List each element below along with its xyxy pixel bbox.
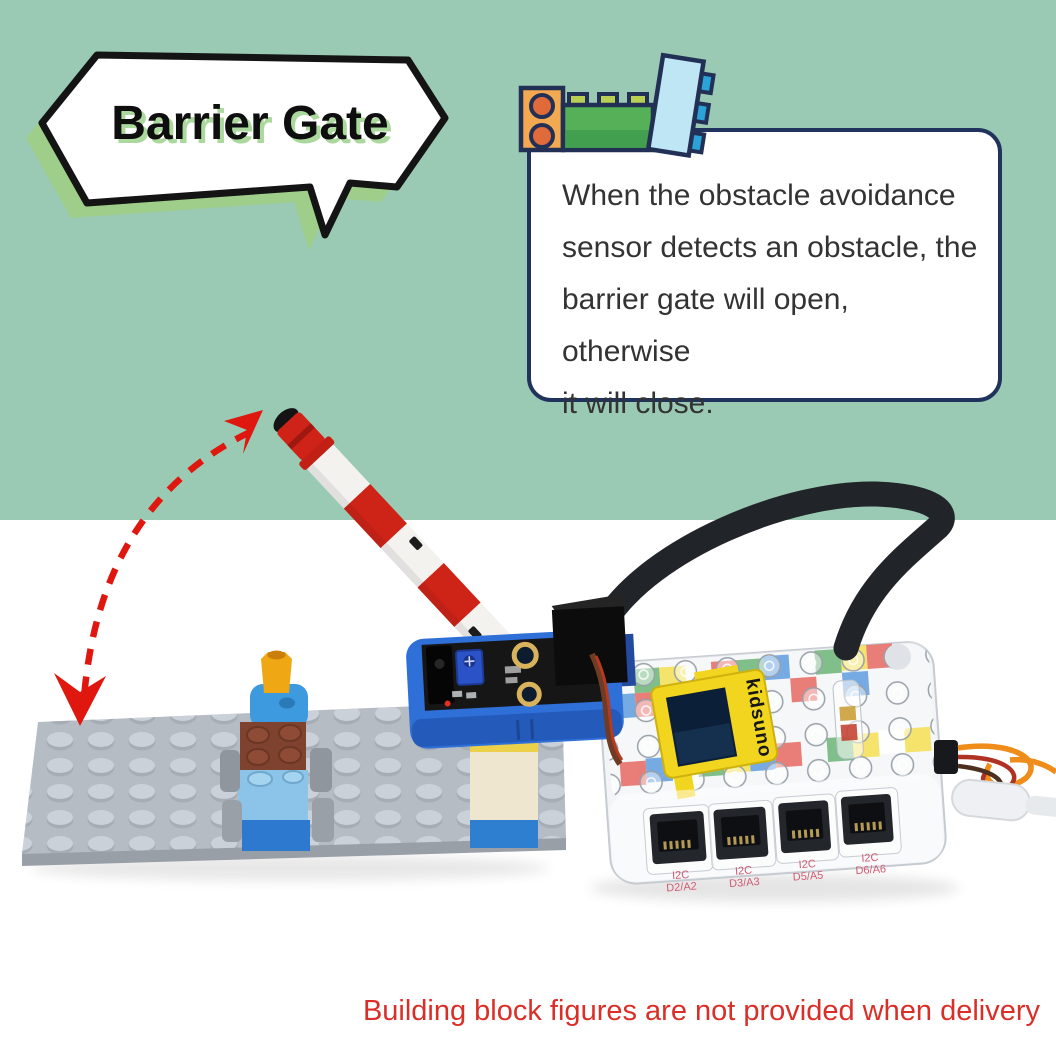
traffic-cone bbox=[261, 652, 292, 693]
description-line: it will close. bbox=[562, 387, 714, 420]
port-pins-label: D6/A6 bbox=[855, 863, 886, 877]
ir-emitter bbox=[425, 645, 455, 705]
page-title: Barrier Gate bbox=[111, 97, 389, 150]
port-bus-label: I2C bbox=[672, 869, 690, 882]
description-line: When the obstacle avoidance bbox=[562, 179, 956, 212]
flat-black-cable bbox=[593, 481, 955, 661]
green-brick-icon bbox=[560, 92, 656, 153]
description-line: barrier gate will open, otherwise bbox=[562, 283, 849, 368]
swing-arc-arrow bbox=[54, 410, 263, 726]
mounting-hole bbox=[516, 681, 542, 707]
delivery-note: Building block figures are not provided … bbox=[362, 995, 1040, 1027]
port-bus-label: I2C bbox=[861, 852, 879, 865]
blue-brick-icon bbox=[645, 52, 716, 158]
barrier-pole bbox=[273, 408, 522, 671]
support-brick-stack bbox=[470, 736, 538, 848]
usb-cable bbox=[951, 778, 1056, 822]
corner-stud bbox=[884, 643, 911, 670]
orange-brick-icon bbox=[518, 85, 566, 153]
screen-module: kidsuno bbox=[650, 664, 779, 800]
speech-bubble bbox=[26, 51, 449, 250]
brick-icons bbox=[518, 52, 716, 158]
servo-lead-wire bbox=[589, 652, 623, 766]
description-line: sensor detects an obstacle, the bbox=[562, 231, 978, 264]
port-i2c-2: I2C D3/A3 bbox=[707, 799, 777, 890]
port-bus-label: I2C bbox=[735, 865, 753, 878]
port-i2c-4: I2C D6/A6 bbox=[835, 787, 902, 877]
port-bus-label: I2C bbox=[798, 858, 816, 871]
description-text: When the obstacle avoidance sensor detec… bbox=[562, 170, 982, 430]
description-box: When the obstacle avoidance sensor detec… bbox=[527, 128, 1002, 420]
port-pins-label: D5/A5 bbox=[792, 870, 823, 884]
controller-kidsuno: kidsuno I2C D2/A2 I2C D3/A3 I2C D5/A5 bbox=[597, 640, 947, 895]
arrowhead-down bbox=[54, 673, 106, 726]
servo-plug bbox=[934, 740, 958, 774]
dark-blue-brick bbox=[242, 820, 310, 851]
arrowhead-up bbox=[224, 410, 263, 454]
mounting-hole bbox=[511, 641, 539, 669]
obstacle-brick-stack bbox=[220, 650, 334, 851]
port-pins-label: D2/A2 bbox=[666, 880, 697, 894]
port-pins-label: D3/A3 bbox=[729, 876, 760, 890]
speech-bubble-outline bbox=[38, 51, 449, 239]
obstacle-sensor-module bbox=[406, 594, 636, 749]
port-i2c-1: I2C D2/A2 bbox=[642, 804, 714, 895]
sensor-cube bbox=[551, 606, 628, 686]
port-i2c-3: I2C D5/A5 bbox=[772, 793, 840, 884]
